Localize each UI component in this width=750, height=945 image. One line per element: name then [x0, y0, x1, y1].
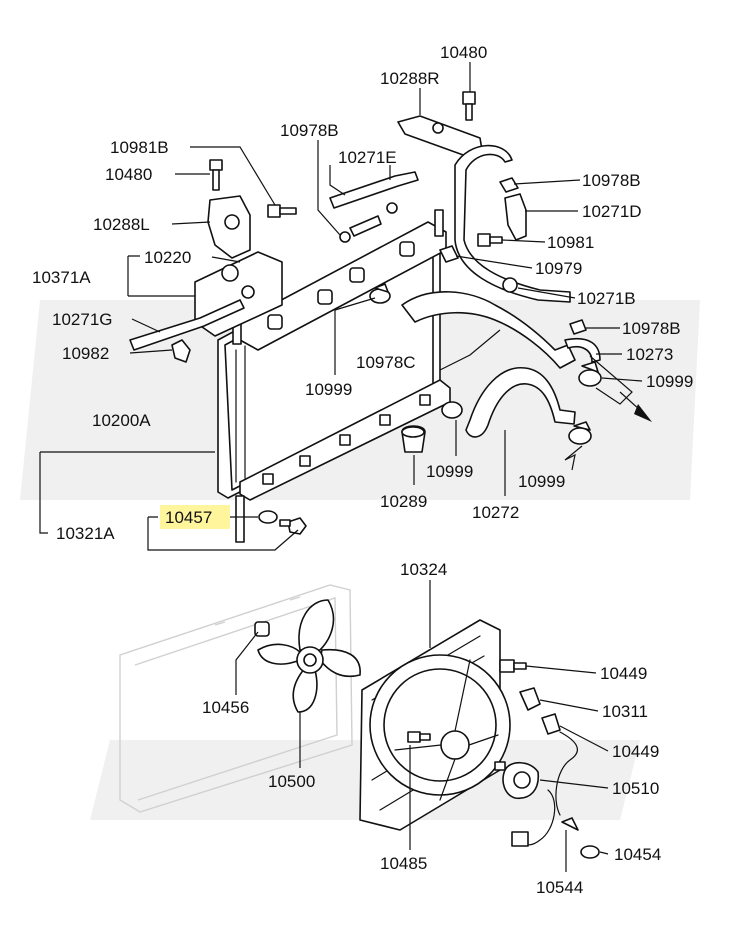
label-10981[interactable]: 10981 [547, 233, 594, 252]
label-10271E[interactable]: 10271E [338, 148, 397, 167]
clamp-10978B-right [499, 177, 519, 193]
label-10982[interactable]: 10982 [62, 344, 109, 363]
fan-shroud [359, 619, 511, 831]
hose-10271D [504, 193, 527, 241]
clamp-10978B-upper [339, 202, 398, 243]
label-10288L[interactable]: 10288L [93, 215, 150, 234]
label-10981B[interactable]: 10981B [110, 138, 169, 157]
label-10480-top[interactable]: 10480 [440, 43, 487, 62]
clamp-10999-upper [369, 283, 391, 304]
wire-harness [511, 789, 579, 847]
clip-10982 [171, 339, 191, 363]
label-10371A[interactable]: 10371A [32, 268, 91, 287]
label-10311[interactable]: 10311 [602, 702, 648, 721]
fan-motor [494, 761, 540, 799]
fan-blade [257, 599, 361, 713]
cap-10289 [401, 425, 426, 453]
label-10271D[interactable]: 10271D [582, 202, 642, 221]
label-10288R[interactable]: 10288R [380, 69, 440, 88]
bolt-10981B [267, 204, 297, 218]
label-10500[interactable]: 10500 [268, 772, 315, 791]
bolt-10485 [407, 731, 431, 743]
label-10273[interactable]: 10273 [626, 345, 673, 364]
label-10999-b[interactable]: 10999 [646, 372, 693, 391]
part-labels: 10480 10288R 10981B 10978B 10480 10271E … [32, 43, 693, 897]
nut-10456 [254, 621, 270, 637]
hose-10273 [564, 338, 601, 363]
clamp-10999-lower [441, 401, 592, 445]
label-10999-c[interactable]: 10999 [426, 462, 473, 481]
bolt-left [209, 159, 223, 191]
label-10271G[interactable]: 10271G [52, 310, 113, 329]
clamp-10978B-lower [569, 319, 587, 335]
label-10449-b[interactable]: 10449 [612, 742, 659, 761]
label-10510[interactable]: 10510 [612, 779, 659, 798]
label-10544[interactable]: 10544 [536, 878, 583, 897]
overflow-hose [129, 299, 245, 351]
resistor-10449 [541, 713, 578, 816]
label-10220[interactable]: 10220 [144, 248, 191, 267]
clamp-10999-right [578, 361, 602, 387]
bolt-top [462, 91, 476, 121]
label-10324[interactable]: 10324 [400, 560, 447, 579]
label-10978B-c[interactable]: 10978B [622, 319, 681, 338]
leader-lines [39, 62, 643, 872]
hose-10271E [329, 171, 419, 237]
lower-radiator-hose [465, 367, 576, 438]
label-10321A[interactable]: 10321A [56, 524, 115, 543]
label-10999-d[interactable]: 10999 [518, 472, 565, 491]
label-10271B[interactable]: 10271B [577, 289, 636, 308]
bolt-10449-upper [499, 659, 527, 673]
label-10978C[interactable]: 10978C [356, 353, 416, 372]
part-highlight [160, 505, 230, 529]
direction-arrow [619, 391, 652, 422]
bracket-left [207, 195, 251, 259]
bolt-10981 [477, 233, 503, 247]
label-10978B-b[interactable]: 10978B [582, 171, 641, 190]
label-10200A[interactable]: 10200A [92, 411, 151, 430]
label-10978B-a[interactable]: 10978B [280, 121, 339, 140]
clip-10454 [580, 845, 600, 859]
label-10272[interactable]: 10272 [472, 503, 519, 522]
label-10457[interactable]: 10457 [165, 508, 212, 527]
o-ring-10457 [258, 510, 278, 524]
hose-10271B [454, 144, 571, 303]
connector-10311 [519, 687, 541, 711]
label-10999-a[interactable]: 10999 [305, 380, 352, 399]
label-10979[interactable]: 10979 [535, 259, 582, 278]
label-10449-a[interactable]: 10449 [600, 664, 647, 683]
upper-radiator-hose [401, 291, 576, 369]
label-10289[interactable]: 10289 [380, 492, 427, 511]
label-10480-left[interactable]: 10480 [105, 165, 152, 184]
label-10456[interactable]: 10456 [202, 698, 249, 717]
label-10454[interactable]: 10454 [614, 845, 661, 864]
clip-10979 [439, 245, 459, 263]
label-10485[interactable]: 10485 [380, 854, 427, 873]
drain-plug-10321A [279, 517, 307, 535]
